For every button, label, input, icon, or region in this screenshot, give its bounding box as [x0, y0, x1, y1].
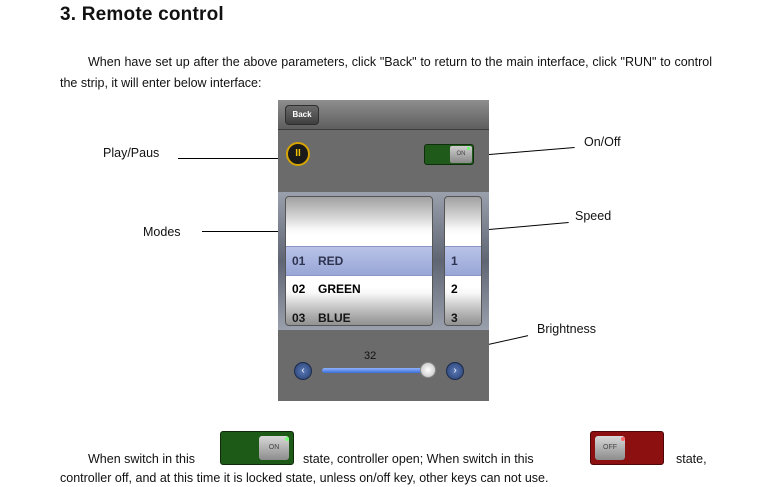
- switch-knob: ON: [450, 146, 472, 163]
- brightness-slider-thumb[interactable]: [420, 362, 436, 378]
- power-switch[interactable]: ON: [424, 144, 474, 165]
- status-light-icon: [467, 147, 470, 150]
- label-brightness: Brightness: [537, 322, 597, 336]
- mode-picker[interactable]: 01 RED 02 GREEN 03 BLUE: [285, 196, 433, 326]
- callout-line-modes: [202, 231, 312, 232]
- callout-line-play-pause: [178, 158, 288, 159]
- label-speed: Speed: [575, 209, 612, 223]
- brightness-value: 32: [364, 350, 377, 362]
- mode-name: BLUE: [318, 311, 351, 325]
- section-heading: 3. Remote control: [60, 4, 224, 25]
- mode-name: GREEN: [318, 282, 361, 296]
- label-modes: Modes: [143, 225, 181, 239]
- green-light-icon: [285, 437, 289, 441]
- mode-name: RED: [318, 254, 344, 268]
- switch-off-image: OFF: [590, 431, 664, 465]
- footer-text-1: When switch in this: [88, 452, 195, 466]
- navigation-bar: Back: [278, 100, 489, 130]
- footer-text-3: state,: [676, 452, 707, 466]
- speed-option[interactable]: 3: [451, 311, 458, 325]
- play-pause-button[interactable]: II: [286, 142, 310, 166]
- switch-on-image: ON: [220, 431, 294, 465]
- mode-number: 03: [292, 311, 306, 325]
- back-button[interactable]: Back: [285, 105, 319, 125]
- brightness-slider-track[interactable]: [322, 368, 428, 373]
- label-on-off: On/Off: [584, 135, 621, 149]
- speed-picker[interactable]: 1 2 3: [444, 196, 482, 326]
- brightness-decrease-button[interactable]: ‹: [294, 362, 312, 380]
- mode-number: 02: [292, 282, 306, 296]
- label-play-pause: Play/Paus: [103, 146, 160, 160]
- mode-option[interactable]: 03 BLUE: [286, 304, 432, 325]
- intro-paragraph: When have set up after the above paramet…: [60, 55, 712, 90]
- mode-option[interactable]: 02 GREEN: [286, 275, 432, 303]
- switch-off-knob: OFF: [595, 436, 625, 460]
- mode-number: 01: [292, 254, 306, 268]
- speed-option[interactable]: 1: [445, 246, 481, 276]
- brightness-increase-button[interactable]: ›: [446, 362, 464, 380]
- red-light-icon: [621, 437, 625, 441]
- switch-on-knob: ON: [259, 436, 289, 460]
- footer-text-2: state, controller open; When switch in t…: [303, 452, 534, 466]
- mode-option[interactable]: 01 RED: [286, 246, 432, 276]
- footer-text-4: controller off, and at this time it is l…: [60, 471, 549, 485]
- speed-option[interactable]: 2: [451, 282, 458, 296]
